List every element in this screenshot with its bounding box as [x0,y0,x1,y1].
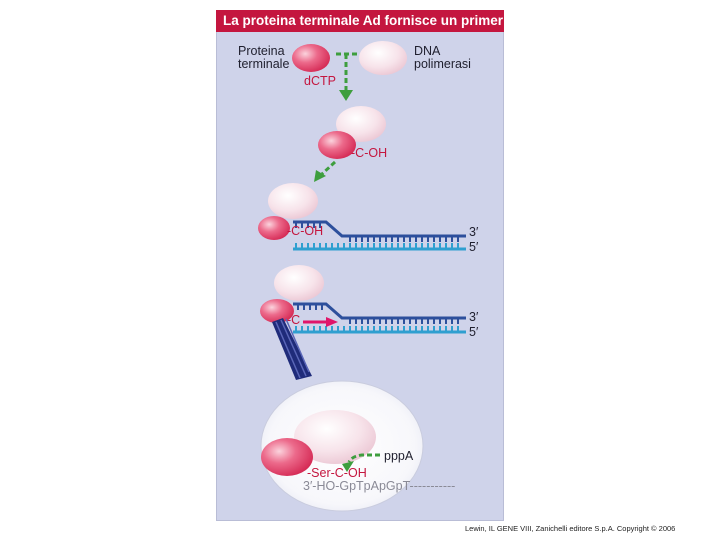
c-oh-label-stage3: -C-OH [287,224,324,238]
stage4-top-ticks [297,304,459,324]
stage4-bottom-ticks [295,326,459,332]
complex-terminal-protein-shape [318,131,356,159]
pppa-arrowhead [342,461,354,472]
terminal-protein-label-line2: terminale [238,57,290,71]
stage4-polymerase-shape [274,265,324,301]
primer-sequence-label: 3′-HO-GpTpApGpT----------- [303,479,456,493]
stage3-top-ticks [295,222,459,242]
five-prime-label-stage3: 5′ [469,240,479,254]
c-label-stage4: -C [287,313,301,327]
five-prime-label-stage4: 5′ [469,325,479,339]
stage4-top-strand [293,302,466,320]
stage3-bottom-ticks [295,243,459,249]
zoom-pointer [272,318,312,380]
zoom-pointer-lines [275,318,310,379]
dna-polymerase-shape [359,41,407,75]
stage3-polymerase-shape [268,183,318,219]
stage4-terminal-protein-shape [260,299,294,323]
terminal-protein-shape [292,44,330,72]
three-prime-label-stage4: 3′ [469,310,479,324]
ser-c-oh-label: -Ser-C-OH [307,466,367,480]
figure-title: La proteina terminale Ad fornisce un pri… [216,10,504,32]
three-prime-label-stage3: 3′ [469,225,479,239]
arrow-2-head [314,170,326,182]
dna-polymerase-label-line2: polimerasi [414,57,471,71]
stage3-terminal-protein-shape [258,216,290,240]
terminal-protein-label-line1: Proteina [238,44,285,58]
binding-arrowhead [339,90,353,101]
elongation-arrowhead [326,317,338,327]
pppa-label: pppA [384,449,414,463]
dctp-label: dCTP [304,74,336,88]
binding-arrow [336,52,357,92]
c-oh-label-stage2: -C-OH [351,146,388,160]
complex-polymerase-shape [336,106,386,142]
zoom-terminal-protein-shape [261,438,313,476]
zoom-polymerase-shape [294,410,376,464]
copyright-credit: Lewin, IL GENE VIII, Zanichelli editore … [465,524,676,533]
dna-polymerase-label-line1: DNA [414,44,441,58]
pppa-arrow [347,453,380,463]
arrow-2 [320,160,337,176]
